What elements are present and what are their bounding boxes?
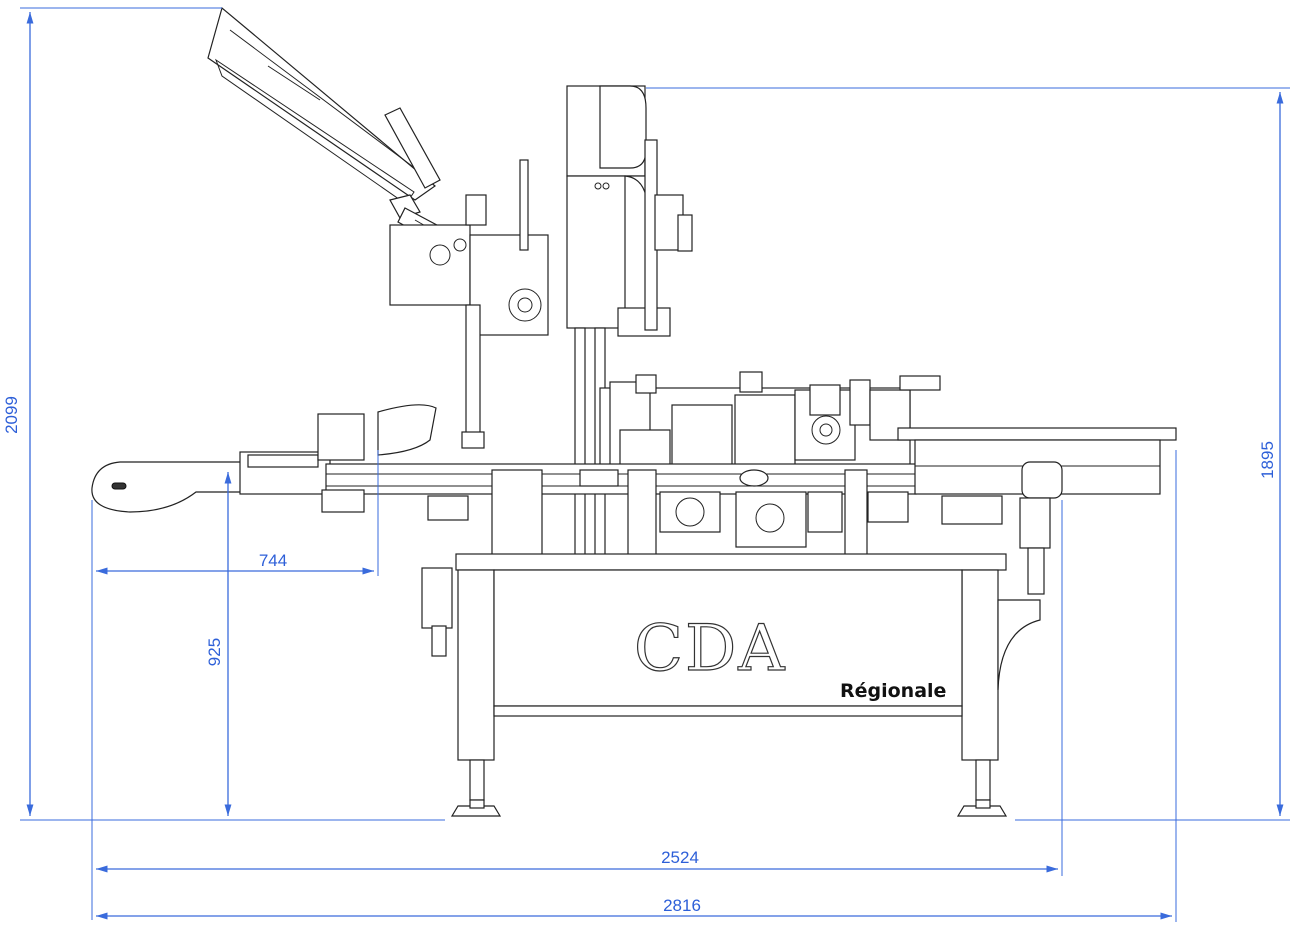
dim-top-height: 1895 [1258, 441, 1277, 479]
dim-infeed-length: 744 [259, 551, 287, 570]
machine-frame [421, 553, 1041, 817]
vertical-column [566, 85, 693, 559]
model-name: Régionale [840, 680, 946, 702]
dim-conveyor-height: 925 [205, 638, 224, 666]
dim-total-height: 2099 [2, 396, 21, 434]
labeling-head [389, 159, 549, 449]
drive-motors [427, 469, 1003, 557]
labeling-machine: CDA Régionale [91, 6, 1177, 817]
central-mechanism [599, 371, 941, 473]
dim-total-width: 2816 [663, 896, 701, 915]
outfeed-table [897, 427, 1177, 595]
logo: CDA [634, 612, 787, 686]
main-conveyor [91, 404, 917, 513]
dim-base-width: 2524 [661, 848, 699, 867]
dimensions: 2099 1895 925 744 2524 2816 [2, 7, 1290, 922]
